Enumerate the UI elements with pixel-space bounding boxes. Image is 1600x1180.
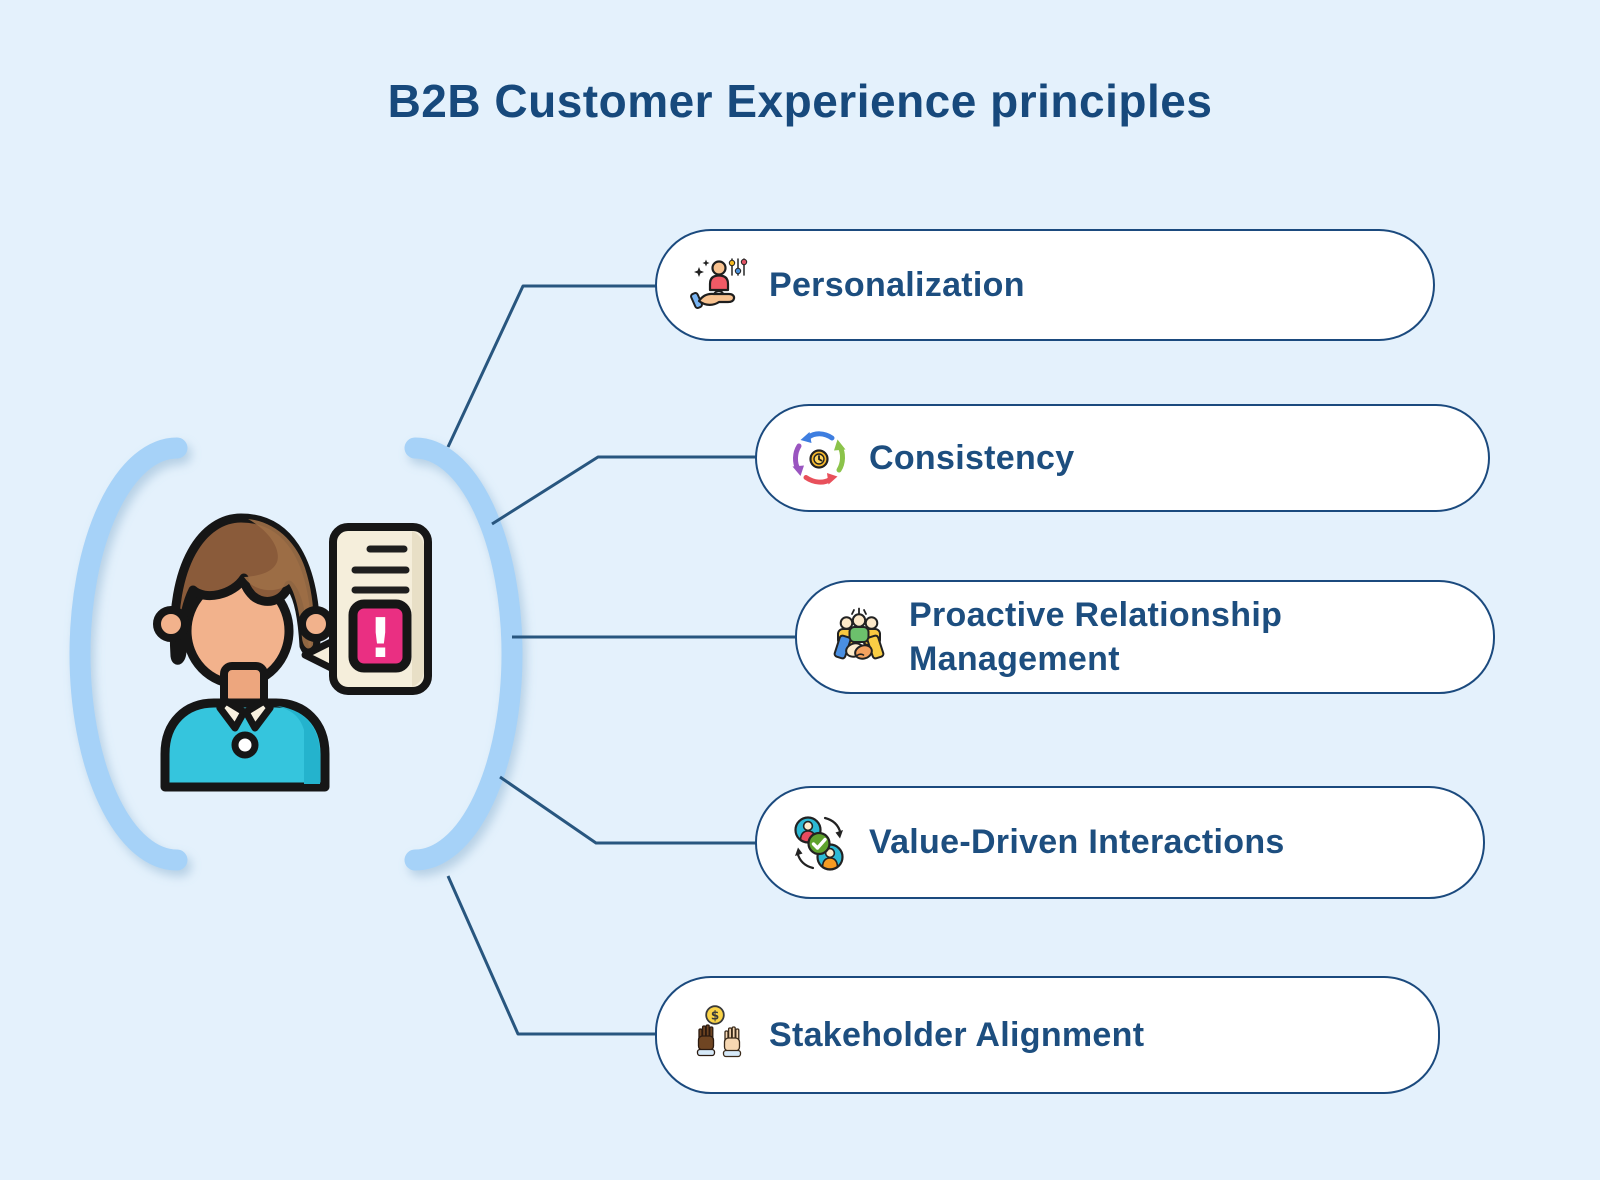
principle-card-consistency: Consistency [755,404,1490,512]
alert-box [348,599,412,673]
bubble-text-lines [351,545,410,594]
customer-illustration: ! [153,513,432,792]
coin-dollar-symbol: $ [711,1009,719,1023]
principle-label: Value-Driven Interactions [869,823,1285,862]
connector-consistency [491,455,757,526]
principle-label: Consistency [869,438,1075,477]
page-title: B2B Customer Experience principles [387,75,1213,127]
consistency-cycle-icon [792,431,846,485]
principle-card-stakeholder: $ Stakeholder Alignment [655,976,1440,1094]
principle-card-value: Value-Driven Interactions [755,786,1485,899]
connectors [446,284,797,1036]
connector-personalization [446,284,657,448]
value-exchange-icon [794,815,844,871]
stakeholder-hands-icon: $ [696,1005,742,1058]
connector-stakeholder [446,875,657,1036]
person-figure [153,513,334,792]
relationship-handshake-icon [833,607,885,660]
principle-label: Personalization [769,265,1025,304]
speech-bubble-alert: ! [301,523,432,695]
principle-label: Proactive Relationship Management [909,595,1283,678]
connector-value [499,775,757,845]
alert-exclamation: ! [368,607,393,670]
principle-card-relationship: Proactive Relationship Management [795,580,1495,694]
principle-label: Stakeholder Alignment [769,1015,1145,1054]
personalization-icon [690,258,748,309]
principle-card-personalization: Personalization [655,229,1435,341]
